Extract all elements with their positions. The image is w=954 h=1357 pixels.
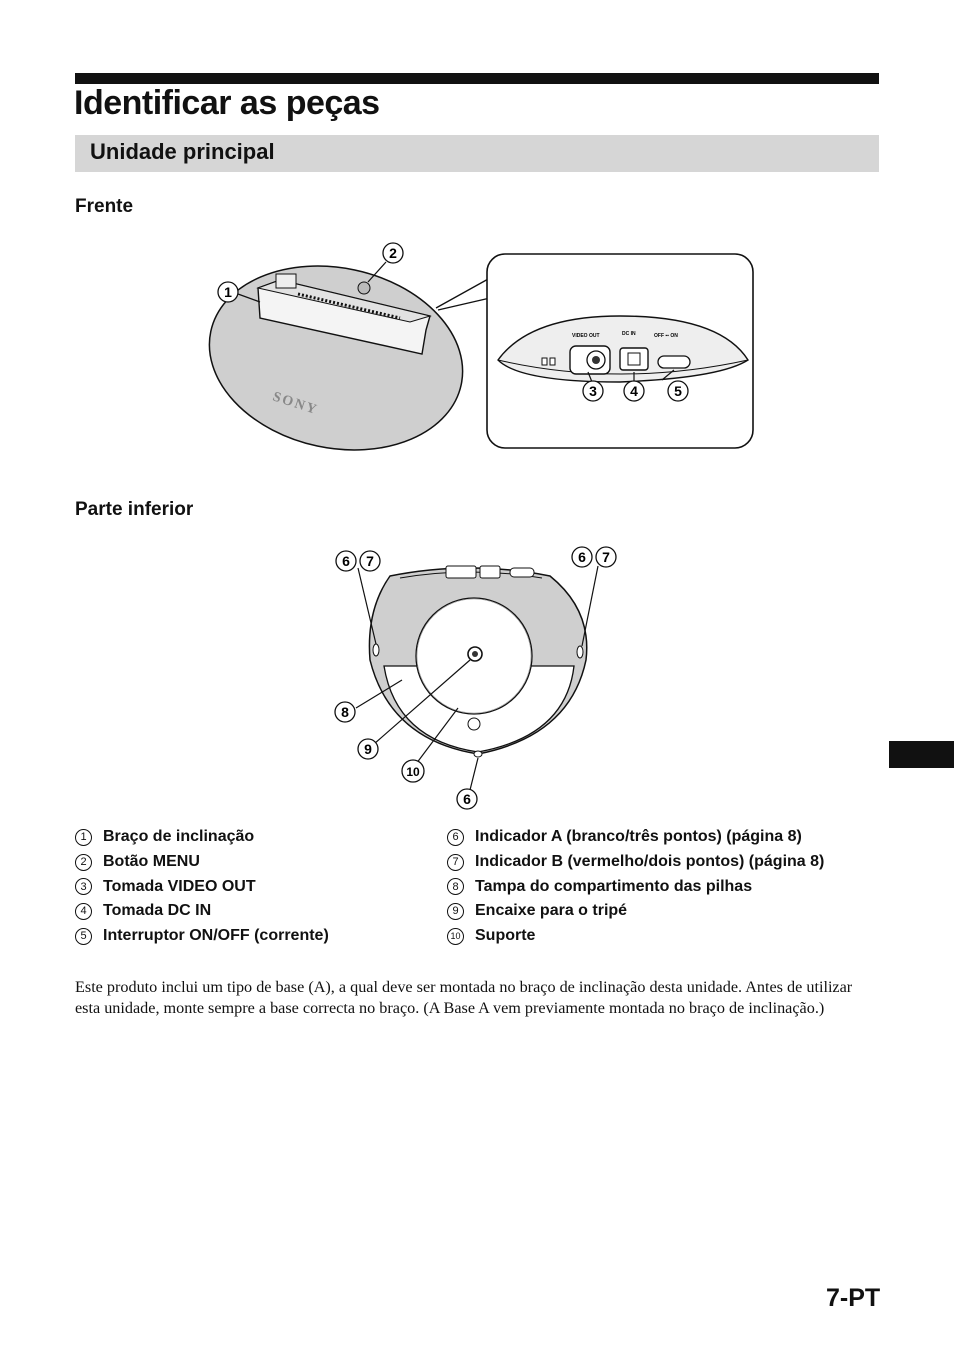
svg-text:8: 8 — [341, 704, 349, 720]
callout-5 — [667, 380, 689, 402]
svg-text:10: 10 — [406, 765, 420, 779]
svg-text:3: 3 — [589, 383, 597, 399]
svg-text:7: 7 — [602, 549, 610, 565]
body-paragraph: Este produto inclui um tipo de base (A),… — [75, 978, 853, 1017]
bottom-figure: 6 7 6 7 8 9 10 6 — [334, 546, 617, 810]
svg-text:1: 1 — [224, 284, 232, 300]
device-disc — [208, 265, 464, 451]
svg-text:2: 2 — [389, 245, 397, 261]
indicator-left — [372, 643, 380, 657]
svg-text:4: 4 — [630, 383, 638, 399]
front-figure: SONY VIDEO OUT DC IN OFF ▪▪ ON 1 2 3 4 5 — [208, 242, 754, 451]
menu-button — [357, 281, 371, 295]
callout-3 — [582, 380, 604, 402]
page-title: Identificar as peças — [74, 84, 380, 122]
page-number: 7-PT — [826, 1284, 881, 1312]
title-rule — [75, 73, 879, 84]
svg-text:DC IN: DC IN — [622, 331, 636, 337]
svg-text:7: 7 — [366, 553, 374, 569]
svg-text:5: 5 — [674, 383, 682, 399]
callout-1 — [217, 281, 239, 303]
front-heading: Frente — [75, 196, 134, 217]
section-title: Unidade principal — [90, 139, 275, 164]
indicator-bottom — [473, 750, 483, 758]
callout-2 — [382, 242, 404, 264]
section-tab — [889, 741, 954, 768]
callout-4 — [623, 380, 645, 402]
svg-text:VIDEO OUT: VIDEO OUT — [572, 333, 600, 339]
svg-text:OFF ▪▪ ON: OFF ▪▪ ON — [654, 333, 678, 339]
bottom-heading: Parte inferior — [75, 499, 194, 520]
indicator-right — [576, 645, 584, 659]
svg-text:6: 6 — [463, 791, 471, 807]
svg-text:6: 6 — [578, 549, 586, 565]
section-band — [75, 135, 879, 172]
power-switch — [657, 355, 691, 369]
svg-text:6: 6 — [342, 553, 350, 569]
svg-text:9: 9 — [364, 741, 372, 757]
